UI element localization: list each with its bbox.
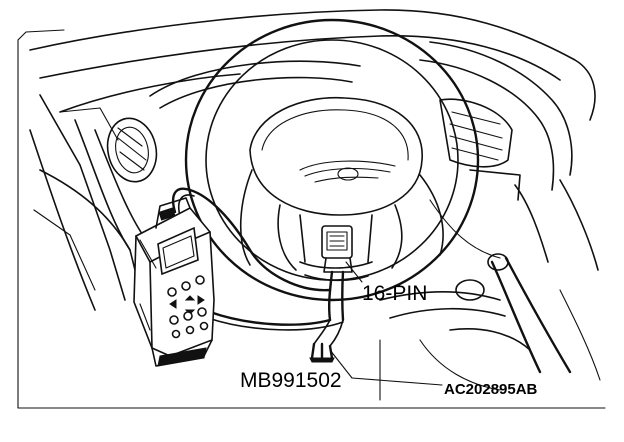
steering-wheel <box>184 18 480 302</box>
figure-frame <box>17 29 606 409</box>
center-console <box>379 253 601 401</box>
diagnostic-connector <box>321 225 353 273</box>
dashboard <box>29 9 599 311</box>
connector-label: 16-PIN <box>362 282 427 305</box>
figure-id-label: AC202895AB <box>444 381 538 398</box>
leader-lines <box>329 261 443 386</box>
adapter-cable-label: MB991502 <box>240 369 342 392</box>
scan-tool <box>133 197 215 367</box>
